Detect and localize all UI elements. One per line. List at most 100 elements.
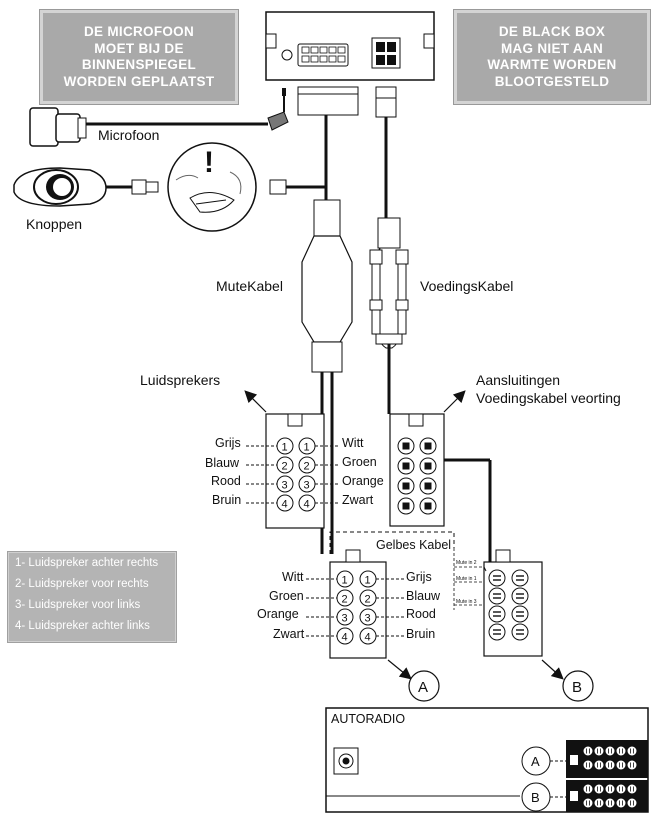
wire-label: Witt: [282, 570, 304, 584]
radio-pin: [604, 783, 616, 795]
warning-line: WORDEN GEPLAATST: [63, 73, 215, 89]
aansluitingen-label: Aansluitingen: [476, 372, 561, 388]
power-pin-center: [424, 482, 432, 490]
power-output-connector: [389, 413, 445, 527]
wire-label: Blauw: [406, 589, 441, 603]
radio-pin: [626, 759, 638, 771]
speaker-connector-bottom: [329, 549, 387, 659]
wire-label: Zwart: [342, 493, 374, 507]
wire-label: Rood: [211, 474, 241, 488]
mute-pin: [488, 569, 506, 587]
wire-label: Groen: [342, 455, 377, 469]
microfoon-label: Microfoon: [98, 127, 160, 143]
mute-cable-top: [313, 199, 341, 237]
mutekabel-label: MuteKabel: [216, 278, 283, 294]
warning-line: MOET BIJ DE: [94, 40, 184, 56]
radio-pin: [626, 745, 638, 757]
wire-label: Orange: [342, 474, 384, 488]
mute-pin: [488, 587, 506, 605]
radio-pin: [593, 797, 605, 809]
radio-pin: [582, 797, 594, 809]
caution-circle: !: [167, 142, 257, 232]
pin-number: 1: [282, 442, 288, 454]
knoppen-label: Knoppen: [26, 216, 83, 232]
pin-number: 3: [282, 480, 288, 492]
power-pin-center: [402, 482, 410, 490]
radio-pin: [615, 745, 627, 757]
speaker-connector-top: [265, 413, 325, 529]
pin-number: 4: [342, 632, 348, 644]
radio-pin: [626, 783, 638, 795]
radio-pin: [593, 783, 605, 795]
pin-number: 4: [282, 499, 288, 511]
radio-pin: [615, 759, 627, 771]
power-pin-center: [424, 502, 432, 510]
legend-item: 3- Luidspreker voor links: [15, 599, 141, 611]
legend: 1- Luidspreker achter rechts 2- Luidspre…: [8, 552, 176, 642]
pin-number: 1: [304, 442, 310, 454]
microphone-warning: DE MICROFOON MOET BIJ DE BINNENSPIEGEL W…: [40, 10, 238, 104]
warning-line: WARMTE WORDEN: [487, 57, 617, 72]
wire-label: Orange: [257, 607, 299, 621]
mute-in-1-label: Mute in 1: [456, 576, 477, 582]
mute-pin: [511, 605, 529, 623]
radio-pin: [582, 745, 594, 757]
pin-number: 4: [365, 632, 371, 644]
radio-pin: [593, 759, 605, 771]
legend-item: 1- Luidspreker achter rechts: [15, 557, 159, 569]
radio-pin: [582, 759, 594, 771]
radio-marker-b: B: [531, 790, 540, 805]
wire-label: Grijs: [406, 570, 432, 584]
pin-number: 1: [342, 575, 348, 587]
marker-a: A: [418, 679, 428, 696]
pin-number: 3: [342, 613, 348, 625]
radio-pin: [615, 783, 627, 795]
radio-pin: [615, 797, 627, 809]
mute-pin: [511, 569, 529, 587]
radio-pin: [604, 797, 616, 809]
pin-number: 2: [365, 594, 371, 606]
power-pin-center: [402, 462, 410, 470]
pin-number: 2: [282, 461, 288, 473]
wire-label: Bruin: [212, 493, 242, 507]
black-box-module: [265, 11, 435, 81]
wire-label: Bruin: [406, 627, 436, 641]
legend-item: 4- Luidspreker achter links: [15, 620, 150, 632]
radio-pin: [626, 797, 638, 809]
pin-number: 3: [304, 480, 310, 492]
legend-item: 2- Luidspreker voor rechts: [15, 578, 149, 590]
voedingskabel-label: VoedingsKabel: [420, 278, 514, 294]
power-pin-center: [424, 462, 432, 470]
power-pin-center: [402, 442, 410, 450]
mute-in-3-label: Mute in 3: [456, 599, 477, 605]
pin-number: 3: [365, 613, 371, 625]
mute-pin: [511, 587, 529, 605]
wire-label: Rood: [406, 607, 436, 621]
wire-label: Zwart: [273, 627, 305, 641]
power-cable-split: [369, 249, 409, 349]
mute-in-2-label: Mute in 2: [456, 560, 477, 566]
wire-label: Witt: [342, 436, 364, 450]
gelbes-kabel-label: Gelbes Kabel: [376, 538, 452, 552]
power-pin-center: [424, 442, 432, 450]
wire-label: Groen: [269, 589, 304, 603]
radio-pin: [604, 745, 616, 757]
autoradio-label: AUTORADIO: [331, 712, 406, 726]
wire-label: Blauw: [205, 456, 240, 470]
aansluitingen-label-2: Voedingskabel veorting: [476, 390, 621, 406]
buttons-remote-icon: [13, 167, 159, 207]
warning-line: BLOOTGESTELD: [494, 73, 610, 89]
power-pin-center: [402, 502, 410, 510]
warning-line: DE BLACK BOX: [498, 24, 606, 39]
radio-marker-a: A: [531, 754, 540, 769]
radio-pin: [593, 745, 605, 757]
radio-pin: [604, 759, 616, 771]
autoradio: [325, 707, 649, 813]
marker-b: B: [572, 679, 582, 696]
mute-pin: [488, 605, 506, 623]
warning-line: BINNENSPIEGEL: [81, 57, 197, 72]
svg-text:!: !: [204, 146, 214, 179]
warning-line: MAG NIET AAN: [500, 40, 604, 56]
luidsprekers-label: Luidsprekers: [140, 372, 221, 388]
